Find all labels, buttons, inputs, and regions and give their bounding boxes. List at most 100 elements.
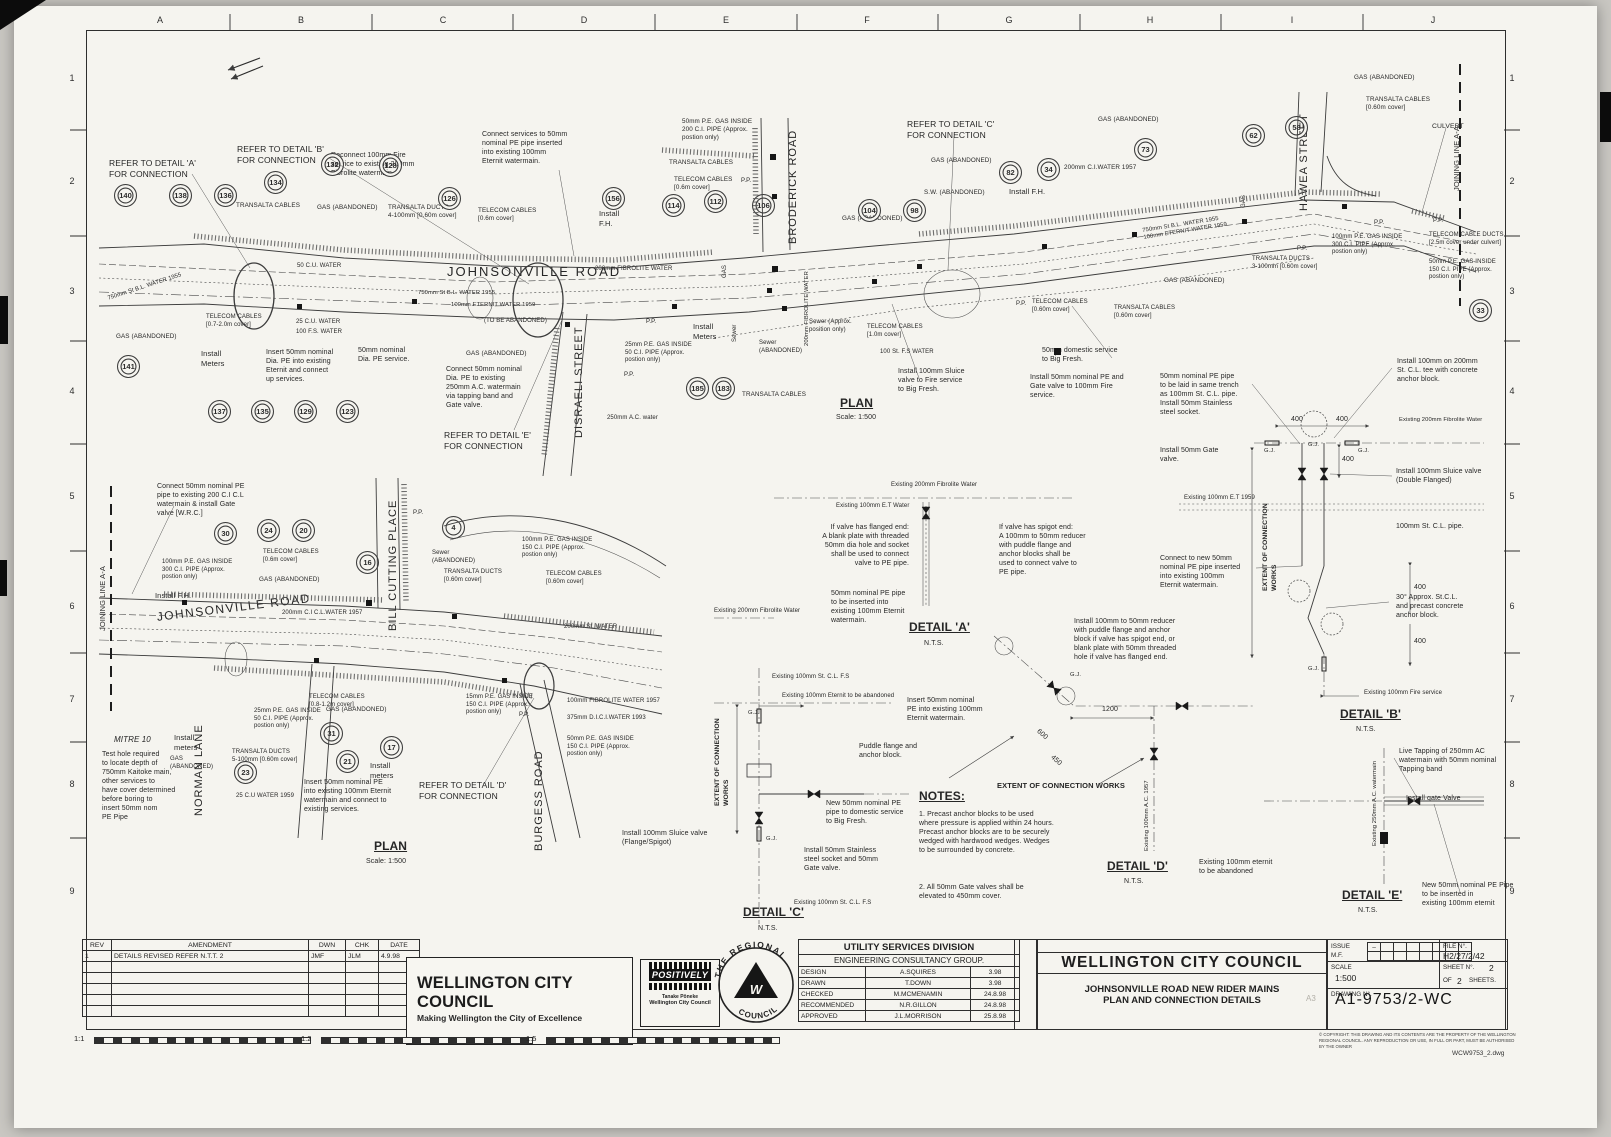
grid-row-label: 4 [1509,386,1515,396]
rev-empty-cell [308,1005,346,1017]
issue-grid-cell [1380,942,1394,952]
house-number-badge: 82 [999,161,1022,184]
rev-empty-cell [111,1005,309,1017]
annotation: 50mm nominal PE pipe to be laid in same … [1160,373,1239,416]
rev-header: AMENDMENT [111,939,309,951]
rev-header: REV [82,939,112,951]
annotation: N.T.S. [1124,878,1144,885]
annotation: TRANSALTA DUCTS 4-100mm [0.60m cover] [388,204,457,220]
annotation: P.P. [624,372,635,378]
annotation: 400 [1336,416,1348,423]
grid-row-label: 6 [69,601,75,611]
house-number-badge: 129 [294,400,317,423]
annotation: GAS (ABANDONED) [931,157,992,164]
grid-ticks [70,14,1520,839]
annotation: P.P. [1374,220,1385,226]
issue-grid-cell [1393,951,1407,961]
annotation: 200mm C.I C.L.WATER 1957 [282,610,363,616]
annotation: GAS (ABANDONED) [116,333,177,340]
rev-empty-cell [345,972,379,984]
rev-empty-cell [111,994,309,1006]
annotation: 25 C.U WATER 1959 [236,793,295,799]
issue-grid-cell [1406,942,1420,952]
consultancy-cell: 24.8.98 [970,999,1020,1011]
grid-row-label: 3 [69,286,75,296]
consultancy-cell: 24.8.98 [970,988,1020,1000]
wcc-logo-block: WELLINGTON CITY COUNCIL Making Wellingto… [406,957,633,1045]
annotation: 100mm FIBROLITE WATER 1957 [567,698,660,704]
annotation: REFER TO DETAIL 'C' FOR CONNECTION [907,119,995,140]
annotation: GAS (ABANDONED) [170,756,214,770]
annotation: 50mm P.E. GAS INSIDE 200 C.I. PIPE (Appr… [682,118,753,142]
rev-header: DWN [308,939,346,951]
annotation: Connect 50mm nominal Dia. PE to existing… [446,366,522,409]
annotation: TELECOM CABLES [0.60m cover] [1032,299,1088,313]
annotation: TRANSALTA CABLES [742,391,807,398]
scale-value: 1:500 [1335,973,1357,983]
project-title-line2: PLAN AND CONNECTION DETAILS [1103,995,1261,1006]
consultancy-title: UTILITY SERVICES DIVISION [798,939,1020,955]
rev-empty-cell [308,983,346,995]
scale-label: SCALE [1331,964,1352,971]
annotation: DETAIL 'B' [1340,707,1401,721]
annotation: Scale: 1:500 [366,858,407,865]
annotation: TRANSALTA CABLES [0.60m cover] [1114,305,1176,319]
annotation: Install F.H. [599,209,620,228]
annotation: 50mm nominal PE pipe to be inserted into… [831,590,906,624]
annotation: 50mm P.E. GAS INSIDE 150 C.I. PIPE (Appr… [567,736,634,758]
rev-cell: JLM [345,950,379,962]
rev-header: DATE [378,939,420,951]
scalebar [94,1037,311,1044]
annotation: P.P. [646,319,657,325]
rev-empty-cell [82,1005,112,1017]
annotation: G.J. [1264,448,1276,454]
annotation: Install Meters [201,349,225,368]
regional-council-stamp: THE REGIONAL COUNCIL W [712,939,794,1023]
grid-row-label: 4 [69,386,75,396]
rev-empty-cell [308,994,346,1006]
annotation: N.T.S. [1356,726,1376,733]
consultancy-cell: 3.98 [970,977,1020,989]
annotation: P.P. [413,510,424,516]
scan-artifact [0,560,7,596]
annotation: 200mm St. WATER [564,624,618,630]
annotation: 50 C.U. WATER [297,263,342,269]
grid-row-label: 9 [69,886,75,896]
issue-grid-cell [1458,951,1472,961]
plan1-roads [98,64,1477,477]
annotation: Install 100mm on 200mm St. C.L. tee with… [1397,358,1478,383]
annotation: 200mm C.I.WATER 1957 [1064,164,1137,171]
consultancy-subtitle: ENGINEERING CONSULTANCY GROUP. [798,954,1020,967]
annotation: Existing 100mm eternit to be abandoned [1199,859,1273,875]
rev-cell: DETAILS REVISED REFER N.T.T. 2 [111,950,309,962]
annotation: 50mm nominal Dia. PE service. [358,347,410,363]
annotation: A3 [1306,994,1316,1003]
rev-empty-cell [345,961,379,973]
annotation: TELECOM CABLES [0.60m cover] [546,571,602,585]
annotation: NOTES: [919,789,965,803]
annotation: TRANSALTA DUCTS 5-100mm [0.60m cover] [232,749,298,763]
house-number-badge: 17 [380,736,403,759]
house-number-badge: 21 [336,750,359,773]
grid-col-label: H [1146,15,1154,25]
annotation: 200mm FIBROLITE WATER [595,266,673,272]
annotation: Install F.H. [155,591,192,600]
grid-row-label: 2 [69,176,75,186]
scan-artifact [1600,92,1611,142]
annotation: Install Meters [693,322,717,341]
annotation: TRANSALTA DUCTS [0.60m cover] [444,569,502,583]
project-title-line1: JOHNSONVILLE ROAD NEW RIDER MAINS [1084,984,1280,995]
rev-empty-cell [82,961,112,973]
annotation: Insert 50mm nominal Dia. PE into existin… [266,349,334,383]
annotation: Sewer (ABANDONED) [432,550,476,564]
issue-grid-cell [1380,951,1394,961]
consultancy-cell: DESIGN [798,966,866,978]
house-number-badge: 30 [214,522,237,545]
annotation: 100mm P.E. GAS INSIDE 300 C.I. PIPE (App… [162,559,233,581]
annotation: GAS (ABANDONED) [1354,74,1415,81]
annotation: TRANSALTA CABLES [236,202,301,209]
annotation: Existing 100mm Fire service [1364,690,1443,696]
of-label: OF [1443,977,1452,984]
